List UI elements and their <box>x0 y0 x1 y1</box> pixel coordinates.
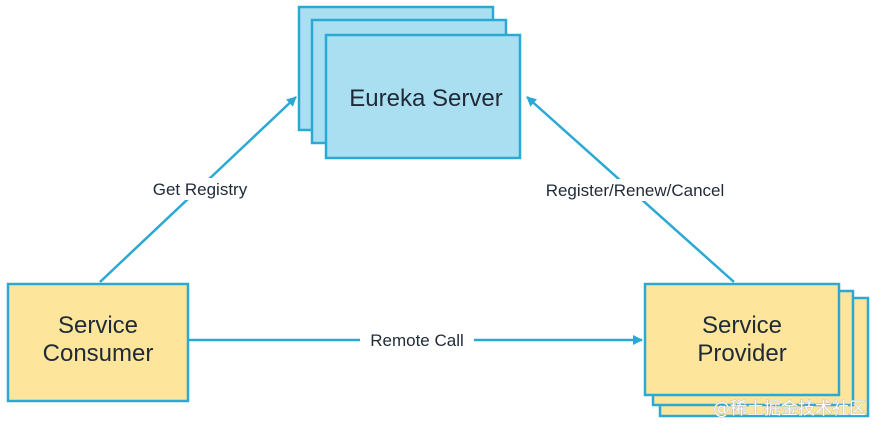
register-label-bg <box>528 179 742 201</box>
remote-call-edge: Remote Call <box>188 329 643 351</box>
watermark-text: @稀土掘金技术社区 <box>713 399 866 419</box>
register-label: Register/Renew/Cancel <box>546 181 725 200</box>
service-provider-label-line1: Service <box>702 312 782 339</box>
service-consumer-box <box>6 282 190 403</box>
service-provider-box <box>643 282 841 397</box>
eureka-server-label: Eureka Server <box>349 85 502 112</box>
eureka-server-box <box>324 33 522 160</box>
service-consumer-node: Service Consumer <box>6 282 190 403</box>
watermark: @稀土掘金技术社区 <box>713 399 867 420</box>
service-provider-node: Service Provider <box>643 282 870 418</box>
service-consumer-label-line2: Consumer <box>43 340 154 367</box>
service-provider-label-line2: Provider <box>697 340 786 367</box>
register-edge: Register/Renew/Cancel <box>526 96 742 283</box>
remote-call-label: Remote Call <box>370 331 464 350</box>
remote-call-label-bg <box>360 329 474 351</box>
service-consumer-label-line1: Service <box>58 312 138 339</box>
get-registry-label-bg <box>142 178 260 200</box>
get-registry-label: Get Registry <box>153 180 248 199</box>
eureka-server-node: Eureka Server <box>297 5 522 160</box>
get-registry-edge: Get Registry <box>99 96 297 283</box>
